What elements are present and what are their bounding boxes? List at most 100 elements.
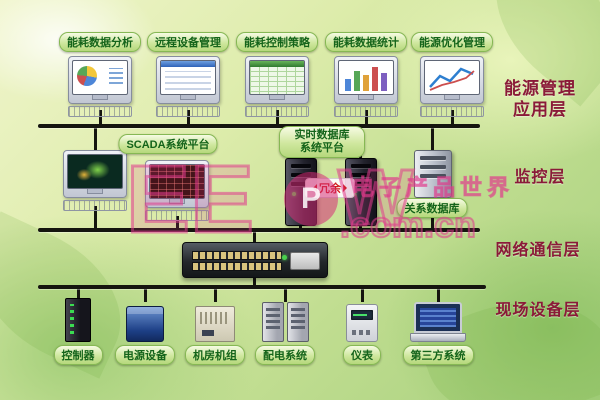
window-screen-icon [160,60,216,95]
layer-label-application-line1: 能源管理 [504,79,576,98]
controller-tower-icon [65,298,91,342]
relational-db-server-icon [414,150,452,198]
line-chart-screen-icon [424,60,480,95]
workstation-icon [156,56,220,117]
field-node-third-party-system: 第三方系统 [400,296,476,365]
rtdb-platform-label: 实时数据库 系统平台 [279,126,365,159]
distribution-cabinet-icon [261,302,284,342]
workstation-icon [420,56,484,117]
ethernet-switch-icon [182,242,328,278]
monitor-icon [68,56,132,104]
device-label: 电源设备 [115,345,175,365]
app-node-energy-data-analysis: 能耗数据分析 [52,32,148,117]
connector-line [77,287,80,302]
bar-chart-screen-icon [338,60,394,95]
node-label: 能耗数据分析 [59,32,141,52]
connector-line [431,212,434,230]
layer-label-network: 网络通信层 [495,242,581,259]
bus-monitoring-layer [38,228,480,232]
keyboard-icon [68,106,132,117]
connector-line [187,110,190,126]
connector-line [437,287,440,302]
device-label: 控制器 [53,345,103,365]
field-node-power-equipment: 电源设备 [107,296,183,365]
connector-line [299,222,302,230]
node-label: 能源优化管理 [411,32,493,52]
rtdb-label-line1: 实时数据库 [294,129,350,141]
node-label: 远程设备管理 [147,32,229,52]
connector-line [94,128,97,152]
node-label: 能耗控制策略 [236,32,318,52]
connector-line [276,110,279,126]
relational-db-label: 关系数据库 [396,198,468,218]
layer-label-application-line2: 应用层 [513,100,567,120]
crac-unit-icon [195,306,235,342]
connector-line [214,287,217,302]
connector-line [361,287,364,302]
connector-line [451,110,454,126]
monitor-icon [420,56,484,104]
keyboard-icon [245,106,309,117]
spreadsheet-screen-icon [249,60,305,95]
connector-line [99,110,102,126]
workstation-icon [334,56,398,117]
field-node-controller: 控制器 [40,296,116,365]
monitor-icon [156,56,220,104]
layer-label-field: 现场设备层 [495,302,581,319]
digital-meter-icon [346,304,378,342]
workstation-icon [68,56,132,117]
keyboard-icon [156,106,220,117]
rtdb-label-line2: 系统平台 [300,142,344,155]
app-node-energy-optimization: 能源优化管理 [404,32,500,117]
redundancy-indicator: 冗余 [305,178,355,198]
connector-line [253,274,256,288]
field-node-room-unit: 机房机组 [177,296,253,365]
redundancy-label: 冗余 [319,183,341,195]
connector-line [176,216,179,230]
scada-map-screen-icon [67,154,123,189]
bus-field-layer [38,285,486,289]
keyboard-icon [334,106,398,117]
device-label: 仪表 [343,345,381,365]
layer-label-application: 能源管理 应用层 [486,78,594,121]
connector-line [284,287,287,302]
device-label: 机房机组 [185,345,245,365]
device-label: 第三方系统 [402,345,474,365]
connector-line [431,128,434,150]
connector-line [253,230,256,244]
field-node-power-distribution: 配电系统 [247,296,323,365]
scada-platform-label: SCADA系统平台 [118,134,218,154]
scada-workstation-1 [63,150,127,211]
arrow-right-icon [343,184,351,192]
app-node-consumption-statistics: 能耗数据统计 [318,32,414,117]
scada-workstation-2 [145,160,209,221]
connector-line [359,222,362,230]
monitor-icon [334,56,398,104]
switch-ports-row2 [192,262,282,271]
connector-line [144,287,147,302]
app-node-remote-device-mgmt: 远程设备管理 [140,32,236,117]
distribution-cabinet-icon [286,302,309,342]
connector-line [365,110,368,126]
arrow-left-icon [309,184,317,192]
switch-led-icon [282,255,287,260]
layer-label-monitoring: 监控层 [514,169,566,186]
pie-chart-screen-icon [72,60,128,95]
keyboard-icon [145,210,209,221]
connector-line [94,206,97,230]
monitor-icon [245,56,309,104]
switch-ports-row1 [192,251,282,260]
workstation-icon [245,56,309,117]
bus-application-layer [38,124,480,128]
scada-grid-screen-icon [149,164,205,199]
power-supply-icon [126,306,164,342]
keyboard-icon [420,106,484,117]
keyboard-icon [63,200,127,211]
device-label: 配电系统 [255,345,315,365]
node-label: 能耗数据统计 [325,32,407,52]
monitor-icon [145,160,209,208]
laptop-icon [410,302,466,342]
field-node-meter: 仪表 [324,296,400,365]
monitor-icon [63,150,127,198]
